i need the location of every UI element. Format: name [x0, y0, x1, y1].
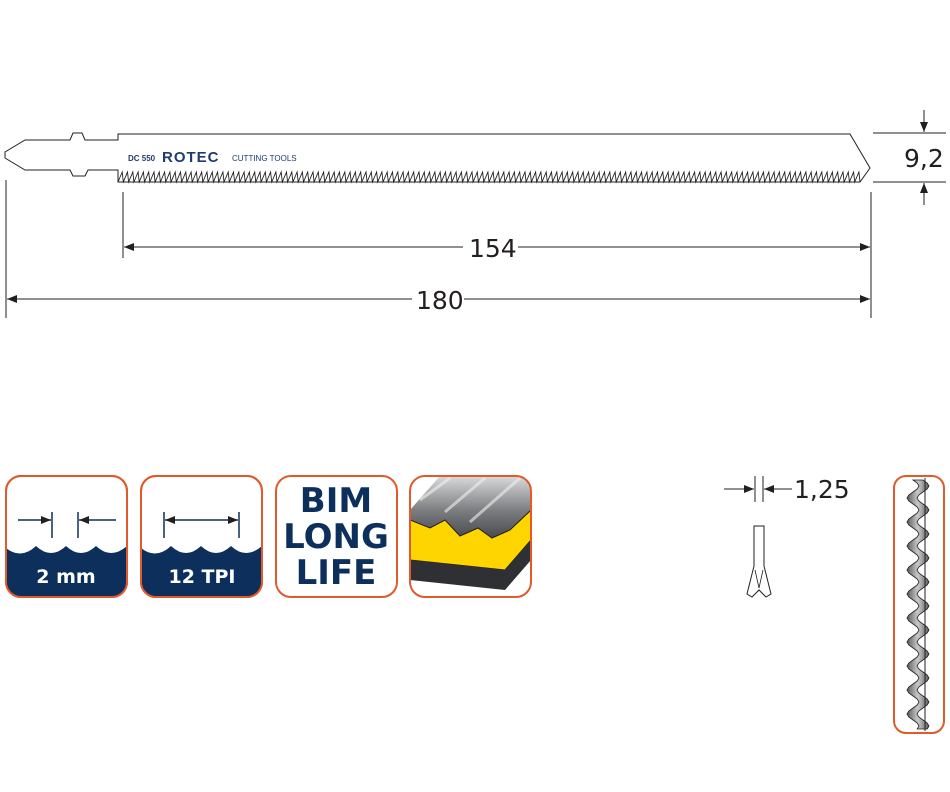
badge-bimetal-illustration: [409, 475, 532, 598]
dimension-total-length: 180: [5, 180, 872, 318]
badge-tooth-set-view: [893, 475, 945, 734]
bim-line-1: BIM: [300, 481, 372, 521]
brand-logo: ROTEC: [162, 149, 220, 166]
bimetal-strip-icon: [410, 476, 531, 590]
bim-line-3: LIFE: [296, 553, 377, 593]
working-length-value: 154: [469, 234, 517, 263]
width-value: 9,2: [904, 144, 944, 173]
total-length-value: 180: [416, 286, 464, 315]
badge-tpi: 12 TPI: [140, 475, 263, 598]
blade-teeth: [117, 170, 861, 184]
saw-blade: DC 550 ROTEC CUTTING TOOLS: [4, 132, 871, 184]
badge-bim-long-life: BIM LONG LIFE: [275, 475, 398, 598]
dimension-width: 9,2: [873, 110, 946, 205]
thickness-detail: 1,25: [724, 475, 850, 598]
tooth-pitch-value: 2 mm: [36, 566, 95, 588]
blade-cross-section: [746, 525, 772, 598]
teeth-profile: [6, 546, 127, 597]
tpi-value: 12 TPI: [168, 566, 235, 588]
tooth-set-wave: [906, 479, 930, 730]
brand-tagline: CUTTING TOOLS: [232, 154, 297, 163]
badge-tooth-pitch: 2 mm: [5, 475, 128, 598]
dimension-working-length: 154: [122, 192, 872, 263]
thickness-value: 1,25: [794, 475, 850, 504]
teeth-profile: [141, 546, 262, 597]
bim-line-2: LONG: [283, 517, 389, 557]
blade-model-label: DC 550: [128, 154, 156, 163]
